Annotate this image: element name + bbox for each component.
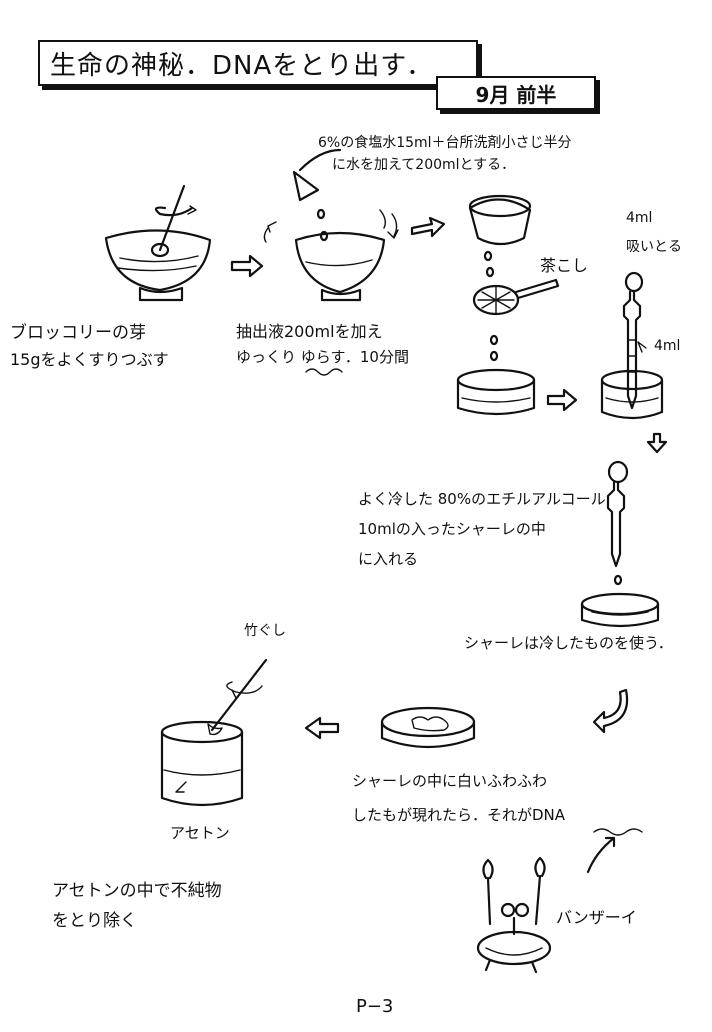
bamboo-stick-label: 竹ぐし bbox=[244, 623, 286, 639]
cold-dish-note: シャーレは冷したものを使う． bbox=[464, 634, 673, 652]
acetone-beaker-icon bbox=[160, 658, 268, 807]
arrow-right-icon bbox=[230, 254, 264, 278]
curved-arrow-icon bbox=[592, 688, 629, 734]
final-text-line2: をとり除く bbox=[52, 911, 137, 931]
pipette-mark-label: 4ml bbox=[654, 338, 681, 354]
arrow-left-icon bbox=[304, 716, 340, 740]
step1-text-line1: ブロッコリーの芽 bbox=[10, 323, 146, 343]
acetone-label: アセトン bbox=[170, 824, 230, 842]
mortar-bowl-icon bbox=[104, 184, 212, 302]
prep-text-line2: に水を加えて200mlとする． bbox=[332, 157, 516, 173]
filter-setup-icon bbox=[456, 194, 560, 416]
step3-text-line3: に入れる bbox=[358, 550, 419, 568]
date-label: 9月 前半 bbox=[475, 82, 557, 107]
prep-text-line1: 6%の食塩水15ml＋台所洗剤小さじ半分 bbox=[318, 135, 572, 151]
bowl-pour-icon bbox=[263, 148, 399, 302]
step3-text-line2: 10mlの入ったシャーレの中 bbox=[358, 520, 546, 538]
suck-label-line2: 吸いとる bbox=[626, 239, 682, 255]
arrow-right-icon bbox=[546, 388, 578, 412]
final-text-line1: アセトンの中で不純物 bbox=[52, 881, 222, 901]
step2-text-line2: ゆっくり ゆらす．10分間 bbox=[236, 348, 409, 366]
suck-label-line1: 4ml bbox=[626, 210, 653, 226]
cheering-dish-icon bbox=[476, 836, 616, 974]
page-title: 生命の神秘．DNAをとり出す． bbox=[50, 50, 434, 81]
step3-text-line1: よく冷した 80%のエチルアルコール bbox=[358, 490, 606, 508]
banzai-label: バンザーイ bbox=[556, 908, 637, 927]
underline-wave bbox=[593, 828, 643, 836]
step2-text-line1: 抽出液200mlを加え bbox=[236, 322, 383, 341]
pipette-ethanol-icon bbox=[580, 460, 660, 628]
dna-text-line2: したもが現れたら．それがDNA bbox=[352, 806, 566, 824]
underline-wave bbox=[305, 368, 343, 376]
page-number: P−3 bbox=[356, 996, 394, 1017]
pipette-dish-icon bbox=[600, 271, 668, 454]
strainer-label: 茶こし bbox=[540, 256, 589, 275]
dna-text-line1: シャーレの中に白いふわふわ bbox=[352, 772, 548, 790]
date-box: 9月 前半 bbox=[436, 76, 596, 110]
dna-dish-icon bbox=[380, 706, 476, 749]
arrow-right-icon bbox=[410, 216, 446, 238]
title-box: 生命の神秘．DNAをとり出す． bbox=[38, 40, 478, 86]
step1-text-line2: 15gをよくすりつぶす bbox=[10, 350, 169, 369]
